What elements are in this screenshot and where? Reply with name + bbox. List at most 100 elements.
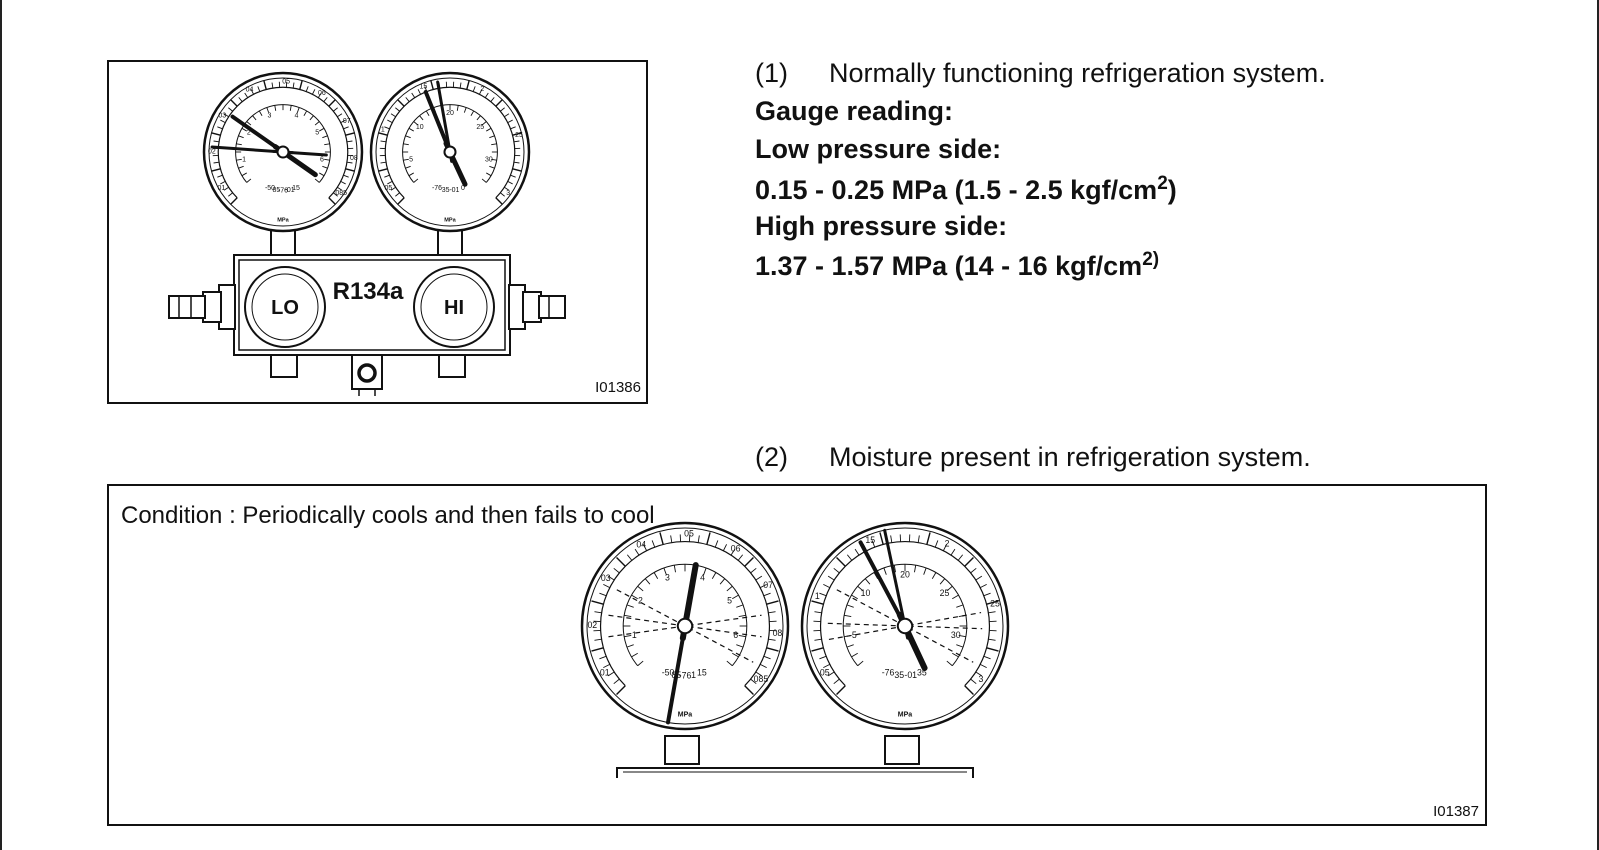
gauge-reading-label: Gauge reading: xyxy=(755,96,954,126)
figure-id: I01387 xyxy=(1433,803,1479,820)
manifold-body-inner xyxy=(238,259,506,351)
needle-hub xyxy=(443,145,457,159)
lower-scale-label: -76 xyxy=(278,187,288,194)
needle-hub xyxy=(896,617,914,635)
outer-scale-label: 05 xyxy=(684,528,694,538)
outer-scale-label: 07 xyxy=(343,118,351,125)
figure-id: I01386 xyxy=(595,379,641,396)
unit-mark: MPa xyxy=(444,218,456,224)
inner-scale-label: 5 xyxy=(409,156,413,163)
inner-scale-label: 1 xyxy=(242,156,246,163)
inner-scale-label: 2 xyxy=(638,595,643,605)
outer-scale-label: 02 xyxy=(208,149,216,156)
inner-scale-label: 30 xyxy=(485,156,493,163)
lower-scale-label: -76 xyxy=(882,668,895,678)
moisture-gauge-illustration: 0102030405060708085123456-5085-76115MPa0… xyxy=(580,521,1010,778)
low-pressure-label: Low pressure side: xyxy=(755,134,1002,164)
section1-heading: (1) Normally functioning refrigeration sy… xyxy=(755,58,1326,89)
high-pressure-value: 1.37 - 1.57 MPa (14 - 16 kgf/cm2) xyxy=(755,249,1159,282)
section2-number: (2) xyxy=(755,442,788,472)
outer-scale-label: 25 xyxy=(515,132,523,139)
inner-scale-label: 1 xyxy=(632,630,637,640)
hi-label: HI xyxy=(444,297,464,319)
lo-label: LO xyxy=(271,297,299,319)
low-gauge-stem xyxy=(664,735,700,765)
lower-scale-label: 35 xyxy=(917,668,927,678)
left-coupler xyxy=(168,284,236,330)
low-pressure-range: 0.15 - 0.25 MPa (1.5 - 2.5 kgf/cm xyxy=(755,175,1158,205)
unit-mark: MPa xyxy=(277,218,289,224)
outer-scale-label: 085 xyxy=(335,190,347,197)
right-page-edge xyxy=(1597,0,1599,850)
bottom-ports xyxy=(270,354,466,396)
inner-scale-label: 5 xyxy=(852,630,857,640)
unit-mark: MPa xyxy=(898,712,913,719)
outer-scale-label: 3 xyxy=(978,674,983,684)
lower-scale-label: 35 xyxy=(894,670,904,680)
high-gauge-stem xyxy=(884,735,920,765)
outer-scale-label: 2 xyxy=(480,86,484,93)
outer-scale-label: 04 xyxy=(636,539,646,549)
inner-scale-label: 3 xyxy=(665,573,670,583)
outer-scale-label: 3 xyxy=(506,190,510,197)
lower-scale-label: -01 xyxy=(449,187,459,194)
lower-scale-label: -76 xyxy=(679,671,692,681)
outer-scale-label: 15 xyxy=(865,535,875,545)
low-pressure-close: ) xyxy=(1167,175,1177,205)
inner-scale-label: 20 xyxy=(446,110,454,117)
outer-scale-label: 07 xyxy=(763,580,773,590)
outer-scale-label: 03 xyxy=(218,113,226,120)
lower-scale-label: 15 xyxy=(292,185,300,192)
section2-title: Moisture present in refrigeration system… xyxy=(829,442,1311,472)
section2-heading: (2) Moisture present in refrigeration sys… xyxy=(755,442,1311,473)
fluctuation-line xyxy=(616,589,754,663)
lower-scale-label: -50 xyxy=(265,185,275,192)
lo-valve-knob-rim xyxy=(251,273,319,341)
fluctuation-line xyxy=(608,614,762,638)
condition-text: Condition : Periodically cools and then … xyxy=(121,502,655,529)
outer-scale-label: 15 xyxy=(419,84,427,91)
left-page-edge xyxy=(0,0,2,850)
outer-scale-label: 25 xyxy=(990,599,1000,609)
inner-scale-label: 4 xyxy=(700,573,705,583)
moisture-gauge-figure: Condition : Periodically cools and then … xyxy=(107,484,1487,826)
outer-scale-label: 1 xyxy=(815,591,820,601)
section1-number: (1) xyxy=(755,58,788,88)
inner-scale-label: 5 xyxy=(315,130,319,137)
outer-scale-label: 085 xyxy=(754,674,769,684)
needle-hub xyxy=(676,617,694,635)
fluctuation-line xyxy=(836,589,974,663)
lower-scale-label: 35 xyxy=(442,187,450,194)
outer-scale-label: 05 xyxy=(820,667,830,677)
outer-scale-label: 08 xyxy=(350,155,358,162)
unit-mark: MPa xyxy=(678,712,693,719)
high-pressure-unit-exponent: 2) xyxy=(1142,249,1160,270)
low-pressure-unit-exponent: 2 xyxy=(1157,173,1168,194)
fluctuation-line xyxy=(827,622,983,630)
outer-scale-label: 02 xyxy=(587,620,597,630)
low-pressure-value: 0.15 - 0.25 MPa (1.5 - 2.5 kgf/cm2) xyxy=(755,173,1177,206)
outer-scale-label: 2 xyxy=(945,538,950,548)
lower-scale-label: -01 xyxy=(904,670,917,680)
inner-scale-label: 6 xyxy=(733,630,738,640)
needle-hub xyxy=(276,145,290,159)
hi-valve-knob xyxy=(413,266,495,348)
inner-scale-label: 25 xyxy=(476,124,484,131)
outer-scale-label: 01 xyxy=(218,185,226,192)
lower-scale-label: -76 xyxy=(432,185,442,192)
lower-scale-label: 85 xyxy=(273,187,281,194)
outer-scale-label: 05 xyxy=(282,78,290,85)
inner-scale-label: 25 xyxy=(940,588,950,598)
manifold-top-edge xyxy=(616,767,974,778)
lower-scale-label: -01 xyxy=(285,187,295,194)
fluctuation-line xyxy=(608,614,762,638)
inner-scale-label: 6 xyxy=(320,156,324,163)
lower-scale-label: -50 xyxy=(662,668,675,678)
inner-scale-label: 5 xyxy=(727,595,732,605)
section1-title: Normally functioning refrigeration syste… xyxy=(829,58,1326,88)
